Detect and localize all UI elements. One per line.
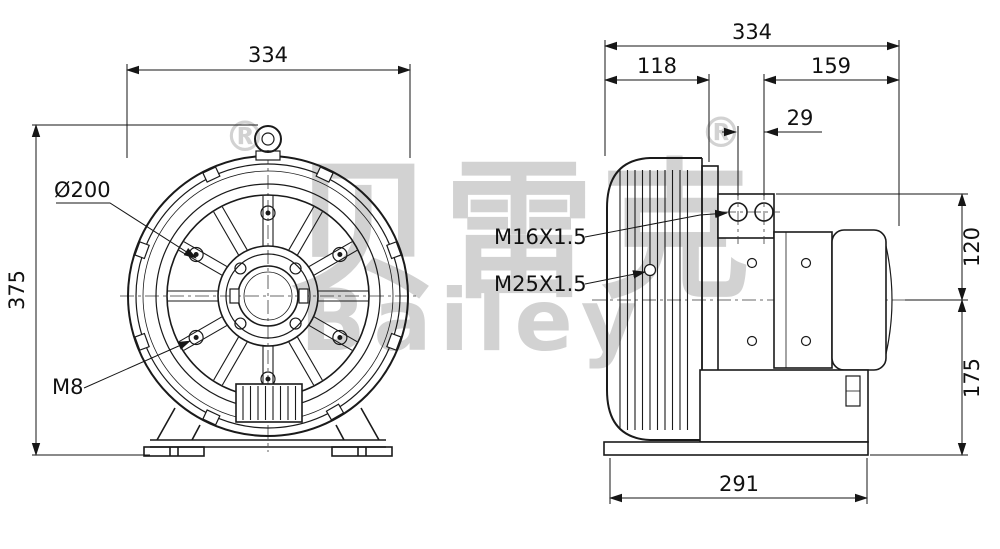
- side-housing-width-dimension: 118: [604, 54, 710, 162]
- bolt-hole: [332, 246, 348, 263]
- bolt-center: [193, 252, 199, 257]
- side-overall-width-text: 334: [732, 20, 772, 44]
- motor-bolt: [800, 257, 812, 269]
- cable-gland-m16: [728, 202, 748, 222]
- base-width-dimension: 291: [609, 458, 868, 504]
- side-housing-outline: [606, 157, 702, 441]
- housing-clip: [202, 409, 221, 426]
- motor-end-cap: [885, 245, 893, 355]
- front-height-dim-text: 375: [5, 270, 29, 310]
- motor-end-housing: [831, 229, 887, 371]
- impeller-spoke: [221, 341, 248, 386]
- terminal-box: [717, 186, 780, 244]
- side-motor-width-dimension: 159: [763, 54, 900, 196]
- front-width-dimension: 334: [126, 43, 411, 158]
- thread-m8-label: M8: [52, 340, 191, 399]
- bolt-hole: [188, 329, 204, 346]
- hub-bolt-hole: [289, 262, 302, 275]
- impeller-spoke: [308, 241, 353, 268]
- bolt-center: [193, 335, 199, 340]
- housing-clip: [134, 332, 150, 351]
- impeller-spoke: [308, 324, 353, 351]
- housing-port: [643, 263, 657, 277]
- bore-diameter-text: Ø200: [54, 178, 111, 202]
- bore-diameter-label: Ø200: [54, 178, 197, 259]
- bolt-center: [265, 210, 271, 216]
- impeller-spoke: [313, 249, 358, 276]
- bottom-grille: [235, 383, 303, 423]
- impeller-spoke: [178, 316, 223, 343]
- base-pedestal: [603, 369, 869, 456]
- gland-m16-label: M16X1.5: [494, 209, 728, 249]
- gland-spacing-dimension: 29: [722, 106, 822, 196]
- impeller-spoke: [183, 324, 228, 351]
- hub-bolt-hole: [234, 262, 247, 275]
- front-width-dim-text: 334: [248, 43, 288, 67]
- bolt-center: [337, 252, 343, 257]
- gland-spacing-text: 29: [787, 106, 814, 130]
- hub-bolt-hole: [234, 317, 247, 330]
- watermark-english-text: Bailey: [300, 271, 645, 371]
- hub-bolt-hole: [289, 317, 302, 330]
- gland-m25-text: M25X1.5: [494, 272, 587, 296]
- motor-bolt: [800, 335, 812, 347]
- front-view: 334 375 Ø200 M8: [5, 43, 416, 457]
- flange-bolt: [746, 257, 758, 269]
- housing-clip: [202, 166, 221, 183]
- cable-gland-m25: [754, 202, 774, 222]
- lower-height-text: 175: [960, 358, 984, 398]
- bolt-hole: [260, 205, 276, 221]
- front-height-dimension: 375: [5, 124, 258, 456]
- thread-m8-text: M8: [52, 375, 83, 399]
- housing-clip: [315, 166, 334, 183]
- foot-plate: [603, 441, 869, 456]
- front-bolt-holes: [188, 205, 348, 387]
- side-motor-width-text: 159: [811, 54, 851, 78]
- bolt-center: [337, 335, 343, 340]
- impeller-spoke: [183, 241, 228, 268]
- motor-stator: [773, 231, 833, 369]
- impeller-spoke: [213, 336, 240, 381]
- impeller-spoke: [221, 206, 248, 251]
- impeller-spoke: [288, 206, 315, 251]
- base-width-text: 291: [719, 472, 759, 496]
- side-housing-width-text: 118: [637, 54, 677, 78]
- impeller-spoke: [313, 316, 358, 343]
- impeller-spoke: [296, 336, 323, 381]
- bore-keyway-left: [229, 288, 240, 304]
- gland-m16-text: M16X1.5: [494, 225, 587, 249]
- flange-bolt: [746, 335, 758, 347]
- gland-m25-label: M25X1.5: [494, 270, 646, 296]
- housing-clip: [325, 403, 345, 421]
- bore-keyway-right: [298, 288, 309, 304]
- side-cooling-fins: [619, 170, 689, 430]
- upper-height-text: 120: [960, 227, 984, 267]
- impeller-spoke: [296, 211, 323, 256]
- bolt-center: [265, 376, 271, 382]
- motor: [746, 229, 893, 371]
- impeller-spoke: [178, 249, 223, 276]
- housing-clip: [134, 241, 150, 260]
- side-view: 334 118 159 29: [494, 20, 984, 504]
- impeller-spoke: [288, 341, 315, 386]
- lifting-eye: [254, 125, 282, 161]
- front-mounting-feet: [143, 407, 393, 457]
- front-housing-clips: [134, 166, 402, 426]
- lower-height-dimension: 175: [870, 299, 984, 456]
- housing-clip: [386, 332, 402, 351]
- housing-clip: [386, 241, 402, 260]
- side-overall-width-dimension: 334: [604, 20, 900, 226]
- bolt-hole: [332, 329, 348, 346]
- impeller-spoke: [213, 211, 240, 256]
- upper-height-dimension: 120: [776, 193, 984, 301]
